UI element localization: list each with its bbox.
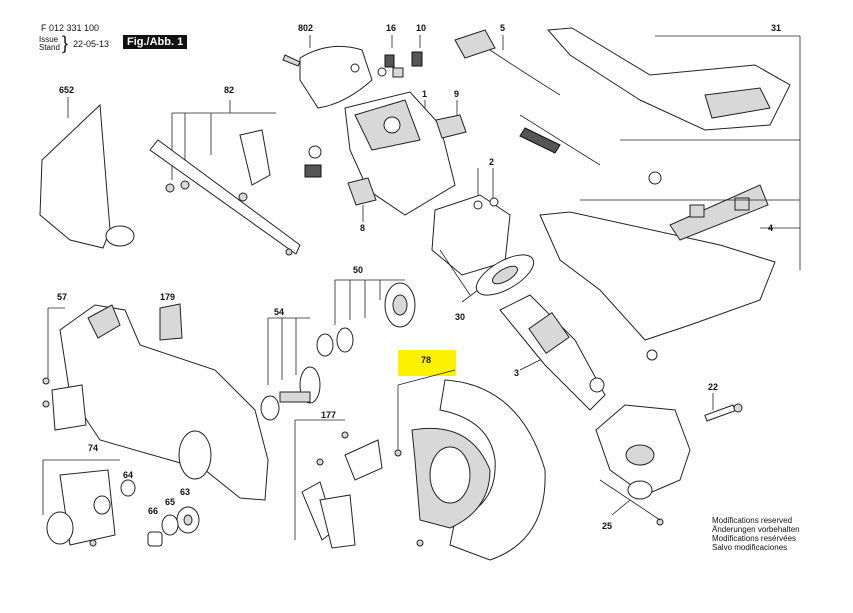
callout-5: 5 <box>500 23 505 33</box>
brace-glyph: } <box>62 33 69 53</box>
callout-10: 10 <box>416 23 426 33</box>
figure-label: Fig./Abb. 1 <box>123 35 188 49</box>
callout-64: 64 <box>123 470 133 480</box>
callout-22: 22 <box>708 382 718 392</box>
part-78-lower-guard <box>394 369 546 561</box>
callout-65: 65 <box>165 497 175 507</box>
callout-802: 802 <box>298 23 313 33</box>
callout-31: 31 <box>771 23 781 33</box>
part-63-66-washers-nut <box>120 479 200 547</box>
note-line-es: Salvo modificaciones <box>712 543 788 552</box>
callout-179: 179 <box>160 292 175 302</box>
part-22-screws <box>704 393 743 422</box>
part-652-guard-flap <box>39 97 135 249</box>
note-line-en: Modifications reserved <box>712 516 793 525</box>
issue-label: Issue <box>39 35 59 44</box>
part-9-label <box>435 100 467 139</box>
part-177-guard-linkage <box>294 419 383 549</box>
callout-3: 3 <box>514 368 519 378</box>
callout-78: 78 <box>421 355 431 365</box>
part-4-base-housing <box>539 139 800 361</box>
note-line-fr: Modifications resérvées <box>712 534 797 543</box>
part-82-linkage <box>149 100 301 256</box>
drawing-number: F 012 331 100 <box>41 23 100 33</box>
part-179-label <box>159 303 183 341</box>
callout-50: 50 <box>353 265 363 275</box>
part-57-upper-guard <box>42 304 269 501</box>
callout-63: 63 <box>180 487 190 497</box>
part-31-handle <box>546 27 801 270</box>
part-16-10-brushes <box>377 35 423 78</box>
callout-74: 74 <box>88 443 98 453</box>
callout-177: 177 <box>321 410 336 420</box>
callout-2: 2 <box>489 157 494 167</box>
part-3-armature <box>499 294 606 411</box>
part-50-gears <box>316 249 471 357</box>
modifications-note: Modifications reserved Änderungen vorbeh… <box>712 516 800 552</box>
callout-25: 25 <box>602 521 612 531</box>
callout-66: 66 <box>148 506 158 516</box>
callout-57: 57 <box>57 292 67 302</box>
stand-label: Stand <box>39 43 60 52</box>
callout-652: 652 <box>59 85 74 95</box>
part-8-label <box>347 177 377 222</box>
callout-30: 30 <box>455 312 465 322</box>
highlight-box-78 <box>398 350 456 376</box>
part-74-side-plate <box>42 459 120 547</box>
callout-9: 9 <box>454 89 459 99</box>
callout-82: 82 <box>224 85 234 95</box>
part-2-field-stator <box>431 168 511 276</box>
part-30-fan <box>461 254 535 303</box>
callout-1: 1 <box>422 89 427 99</box>
callout-8: 8 <box>360 223 365 233</box>
note-line-de: Änderungen vorbehalten <box>712 525 800 534</box>
part-25-bearing-housing <box>595 404 691 526</box>
part-802-motor-cap <box>282 35 373 109</box>
callout-16: 16 <box>386 23 396 33</box>
part-1-motor-housing <box>304 91 456 216</box>
issue-stand-labels: Issue Stand <box>39 36 60 52</box>
part-54-spindle-gear <box>260 317 321 421</box>
callout-54: 54 <box>274 307 284 317</box>
part-5-power-cord <box>454 29 601 166</box>
callout-4: 4 <box>768 223 773 233</box>
issue-date: 22-05-13 <box>73 39 110 49</box>
